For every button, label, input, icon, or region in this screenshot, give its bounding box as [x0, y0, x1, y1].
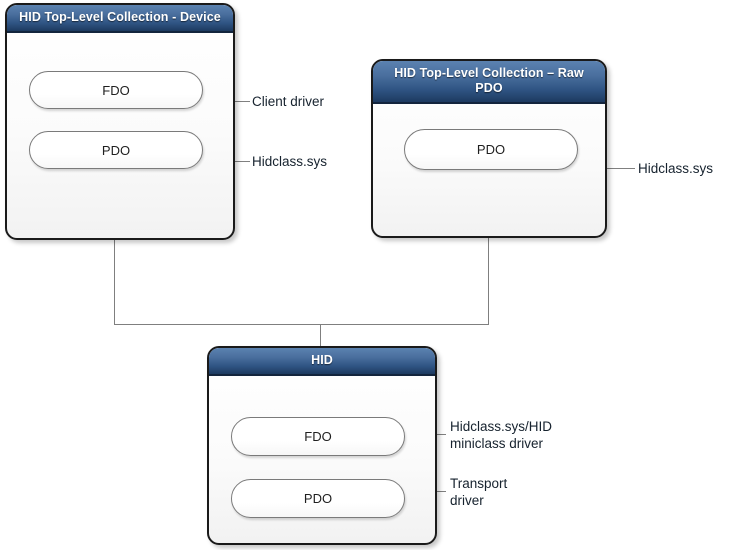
node-header-hid: HID	[209, 348, 435, 376]
pill-label-pdo: PDO	[303, 491, 333, 506]
pill-tlc-device-pdo[interactable]: PDO	[29, 131, 203, 169]
pill-tlc-device-fdo[interactable]: FDO	[29, 71, 203, 109]
annotation-hidclass-miniclass-driver: Hidclass.sys/HID miniclass driver	[450, 419, 553, 451]
pill-hid-pdo[interactable]: PDO	[231, 479, 405, 518]
pill-label-fdo: FDO	[304, 429, 332, 444]
connector-tlc-raw-pdo-down	[488, 238, 489, 325]
pill-tlc-raw-pdo-pdo[interactable]: PDO	[404, 129, 578, 170]
node-hid[interactable]: HID FDO PDO	[207, 346, 437, 545]
annotation-hidclass-sys-2: Hidclass.sys	[638, 161, 714, 176]
node-hid-top-level-collection-device[interactable]: HID Top-Level Collection - Device FDO PD…	[5, 3, 235, 240]
connector-tlc-device-down	[114, 240, 115, 325]
pill-label-pdo: PDO	[101, 142, 131, 158]
annotation-transport-driver: Transport driver	[450, 476, 508, 508]
node-hid-top-level-collection-raw-pdo[interactable]: HID Top-Level Collection – Raw PDO PDO	[371, 59, 607, 238]
pill-label-fdo: FDO	[102, 82, 130, 98]
annotation-client-driver: Client driver	[252, 94, 325, 109]
node-header-tlc-raw-pdo: HID Top-Level Collection – Raw PDO	[373, 61, 605, 104]
pill-label-pdo: PDO	[476, 142, 506, 157]
annotation-hidclass-sys-1: Hidclass.sys	[252, 154, 328, 169]
node-header-tlc-device: HID Top-Level Collection - Device	[7, 5, 233, 33]
pill-hid-fdo[interactable]: FDO	[231, 417, 405, 456]
connector-horizontal-bus	[114, 324, 489, 325]
connector-bus-to-hid	[320, 324, 321, 346]
